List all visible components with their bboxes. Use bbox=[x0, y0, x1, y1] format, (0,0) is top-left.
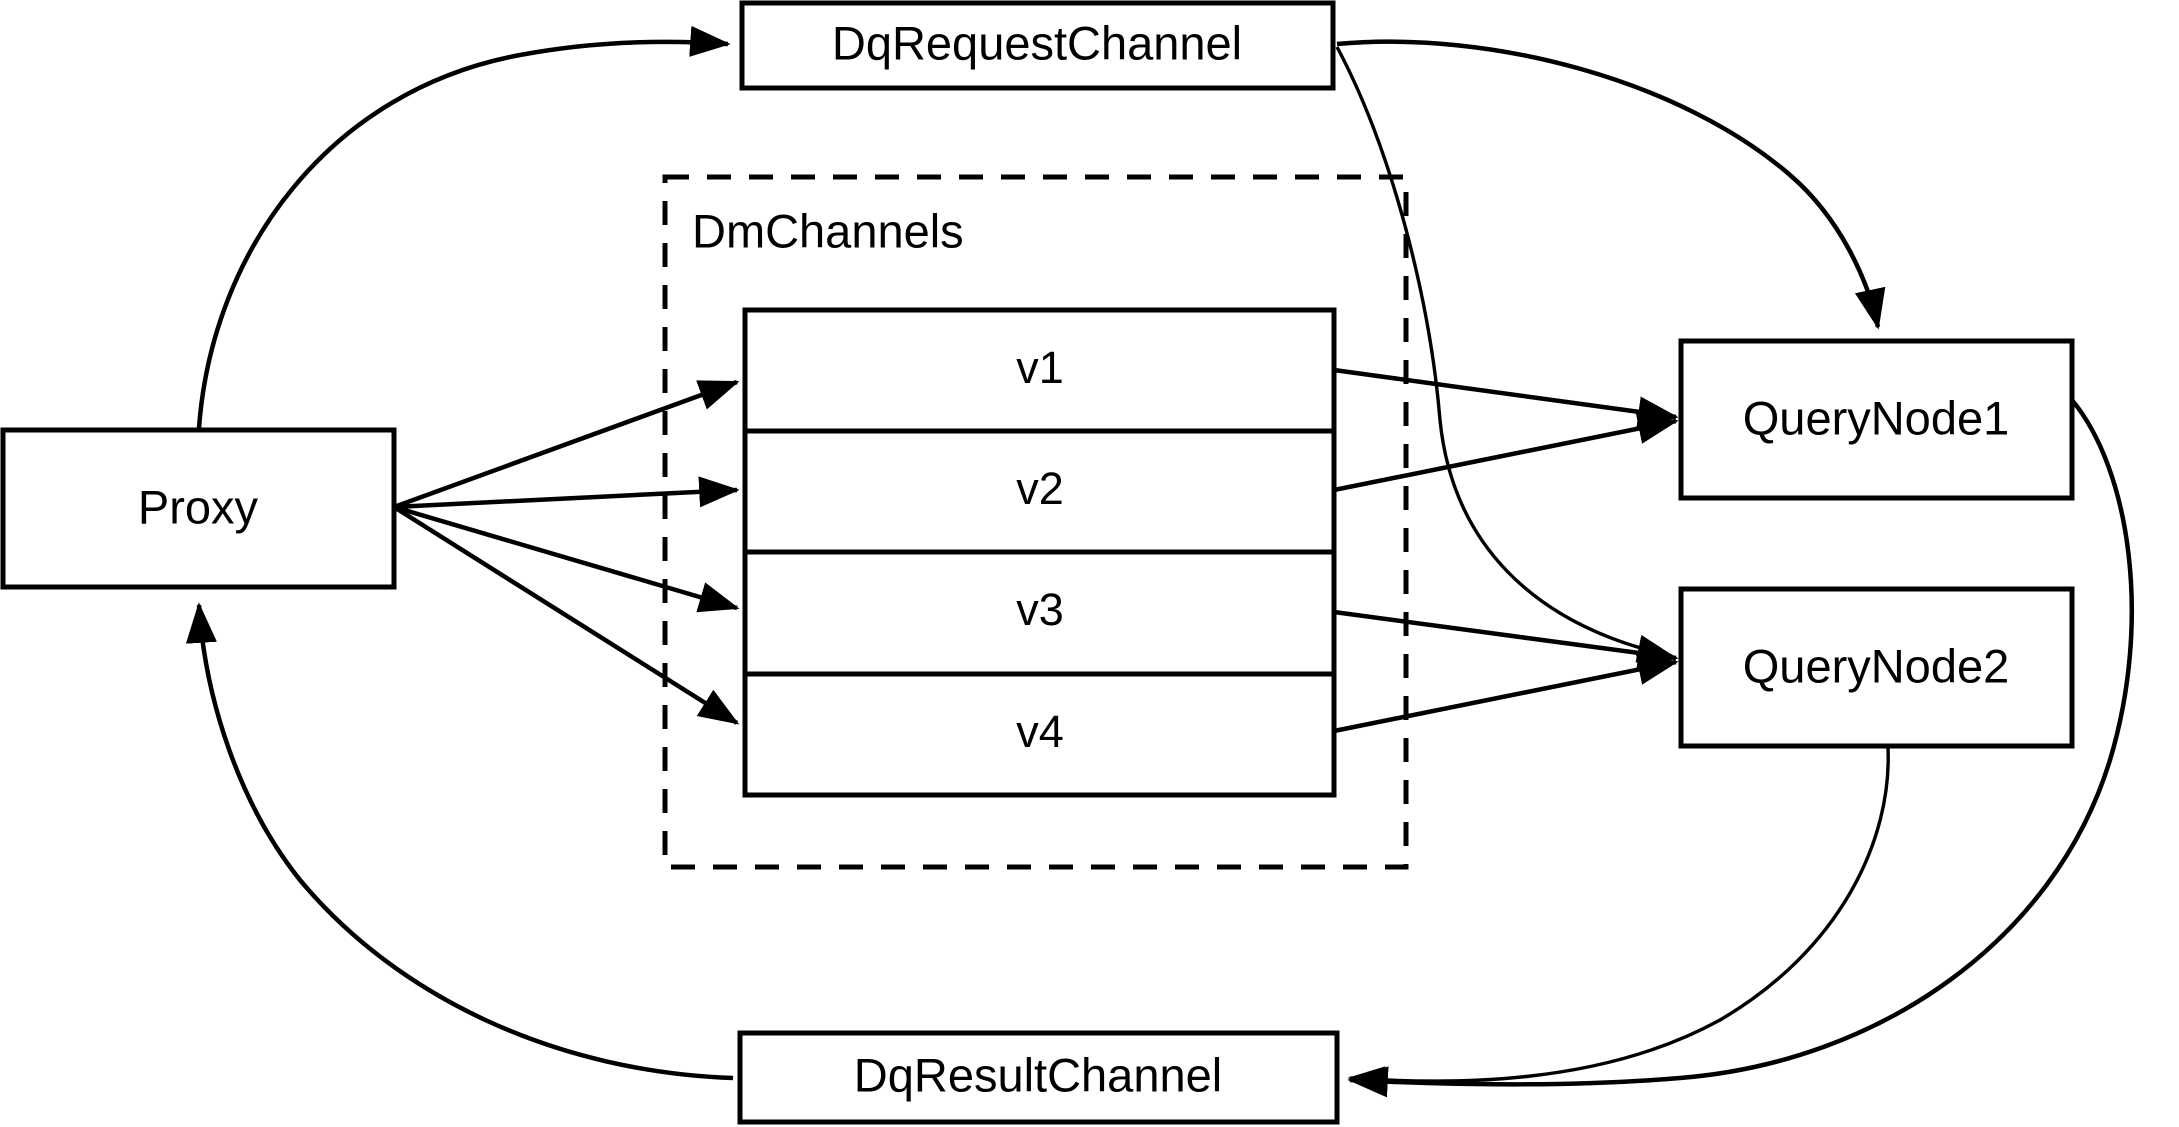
vchannel-label-v4: v4 bbox=[1016, 706, 1064, 757]
node-proxy[interactable] bbox=[0, 427, 397, 590]
edge-proxy-to-v4 bbox=[392, 505, 740, 725]
node-dqresultchannel-label: DqResultChannel bbox=[854, 1048, 1222, 1101]
vchannel-label-v1: v1 bbox=[1016, 342, 1064, 393]
edge-dqrequestchannel-to-querynode2 bbox=[1335, 46, 1675, 663]
node-dqresultchannel[interactable] bbox=[737, 1030, 1340, 1125]
node-proxy-label: Proxy bbox=[138, 480, 259, 533]
node-querynode2-label: QueryNode2 bbox=[1743, 639, 2010, 692]
edge-v4-to-querynode2 bbox=[1333, 654, 1679, 734]
edge-proxy-to-v2 bbox=[393, 476, 740, 510]
node-dqrequestchannel[interactable] bbox=[739, 0, 1336, 91]
edge-v1-to-querynode1 bbox=[1333, 367, 1679, 428]
dmchannels-group-label: DmChannels bbox=[692, 204, 964, 257]
node-querynode1[interactable] bbox=[1678, 338, 2075, 501]
node-dqrequestchannel-label: DqRequestChannel bbox=[832, 16, 1242, 69]
vchannel-label-v3: v3 bbox=[1016, 584, 1064, 635]
node-querynode2[interactable] bbox=[1678, 586, 2075, 749]
vchannel-label-v2: v2 bbox=[1016, 463, 1064, 514]
edge-proxy-to-dqrequestchannel bbox=[196, 25, 731, 429]
edge-v2-to-querynode1 bbox=[1333, 413, 1679, 493]
edge-proxy-to-v1 bbox=[393, 379, 740, 510]
edge-querynode1-to-dqresultchannel bbox=[1347, 398, 2135, 1098]
edge-dqrequestchannel-to-querynode1 bbox=[1336, 39, 1886, 330]
edge-dqresultchannel-to-proxy bbox=[185, 602, 734, 1081]
node-querynode1-label: QueryNode1 bbox=[1743, 391, 2010, 444]
edge-proxy-to-v3 bbox=[393, 504, 740, 613]
edge-v3-to-querynode2 bbox=[1333, 609, 1679, 669]
edge-querynode2-to-dqresultchannel bbox=[1347, 747, 1890, 1095]
